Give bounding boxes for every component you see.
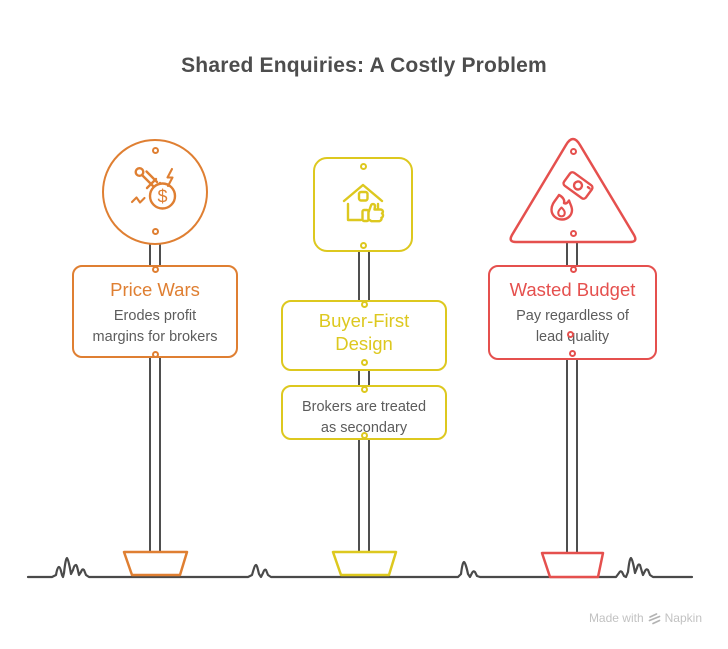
house-thumbs-up-icon (342, 183, 385, 223)
sign-box-buyer-first-description: Brokers are treated as secondary (281, 385, 447, 440)
screw-icon (151, 265, 159, 273)
screw-icon (569, 229, 577, 237)
dart-dollar-coin-icon: $ (130, 166, 177, 210)
ground-grass-path (26, 556, 694, 579)
sign-description: Pay regardless of lead quality (516, 308, 629, 345)
page-title: Shared Enquiries: A Costly Problem (181, 54, 547, 77)
screw-icon (151, 350, 159, 358)
signpost-pole-wasted-budget (566, 236, 578, 553)
signpost-pole-price-wars (149, 240, 161, 553)
screw-icon (359, 241, 367, 249)
sign-box-price-wars: Price Wars Erodes profit margins for bro… (72, 265, 238, 358)
sign-base-buyer-first (331, 550, 398, 577)
svg-text:$: $ (157, 187, 167, 207)
screw-icon (360, 431, 368, 439)
napkin-logo-icon (648, 612, 660, 624)
screw-icon (151, 227, 159, 235)
sign-heading: Buyer-First Design (318, 310, 410, 355)
attribution: Made with Napkin (589, 611, 702, 625)
screw-icon (569, 265, 577, 273)
sign-box-wasted-budget: Wasted Budget Pay regardless of lead qua… (488, 265, 657, 360)
burning-banknote-icon (550, 171, 594, 221)
sign-heading: Price Wars (110, 279, 200, 300)
sign-description: Erodes profit margins for brokers (92, 308, 218, 345)
sign-heading: Wasted Budget (509, 279, 636, 300)
screw-icon (151, 146, 159, 154)
screw-icon (566, 330, 574, 338)
sign-description: Brokers are treated as secondary (301, 399, 427, 436)
sign-base-wasted-budget (540, 551, 605, 579)
attribution-prefix: Made with (588, 611, 644, 625)
screw-icon (360, 385, 368, 393)
screw-icon (359, 162, 367, 170)
attribution-brand: Napkin (664, 611, 702, 625)
screw-icon (568, 349, 576, 357)
screw-icon (569, 147, 577, 155)
ground-line (26, 556, 694, 579)
sign-face-buyer-first (313, 157, 413, 252)
sign-base-price-wars (122, 550, 189, 577)
sign-box-buyer-first-heading: Buyer-First Design (281, 300, 447, 371)
screw-icon (360, 300, 368, 308)
screw-icon (360, 358, 368, 366)
